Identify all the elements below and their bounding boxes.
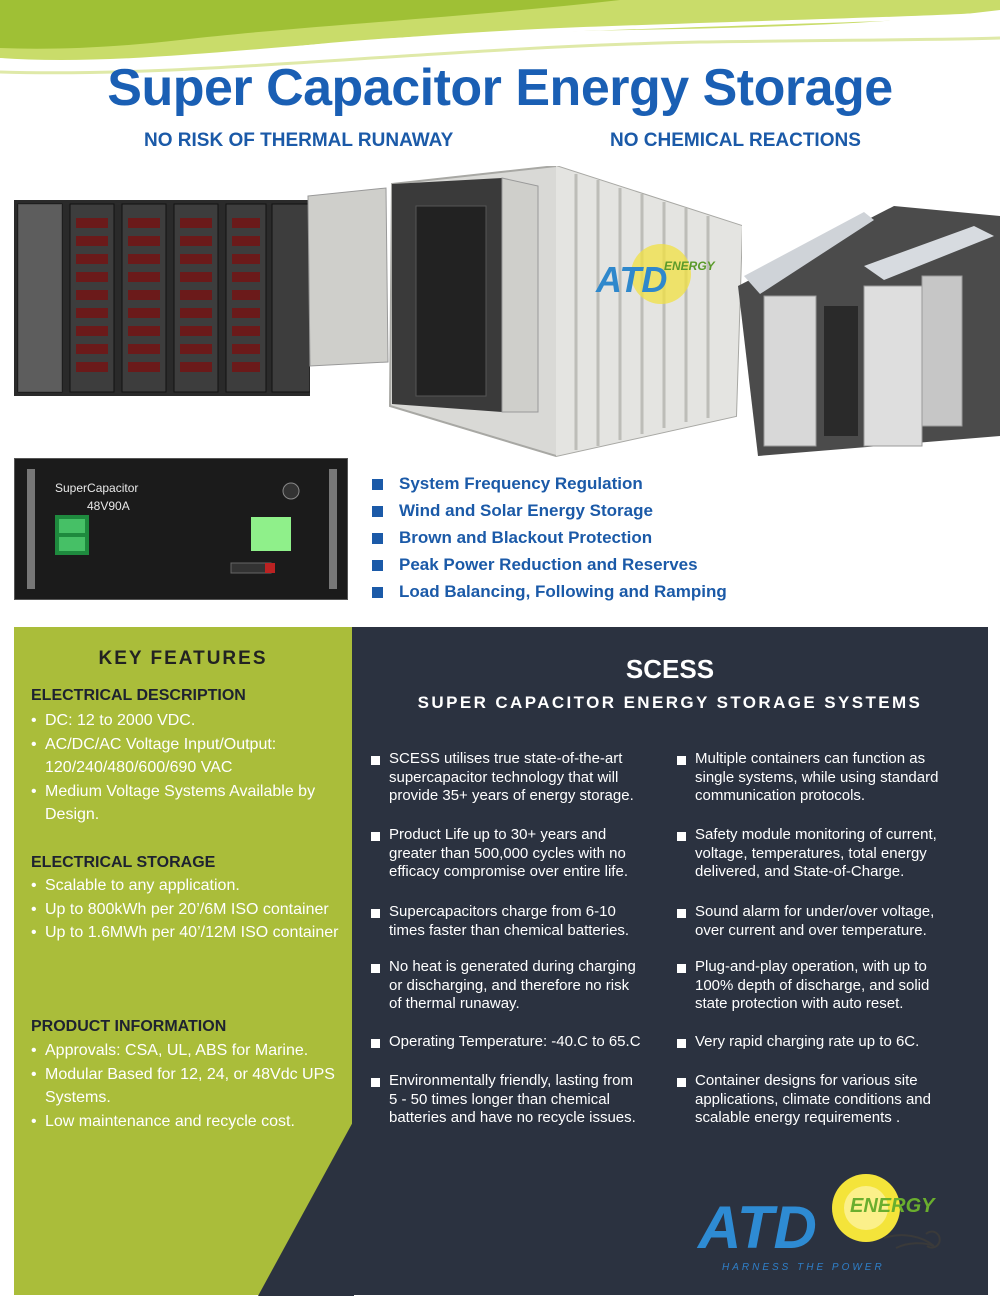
product-information-heading: PRODUCT INFORMATION [31, 1018, 227, 1035]
list-item: Peak Power Reduction and Reserves [372, 551, 727, 578]
module-name-label: SuperCapacitor [55, 481, 139, 495]
tagline-chemical: NO CHEMICAL REACTIONS [610, 130, 861, 151]
list-item: AC/DC/AC Voltage Input/Output: 120/240/4… [31, 733, 346, 780]
key-features-title: KEY FEATURES [98, 648, 268, 669]
list-item: Load Balancing, Following and Ramping [372, 578, 727, 605]
product-information-list: Approvals: CSA, UL, ABS for Marine. Modu… [31, 1039, 346, 1133]
list-item: Brown and Blackout Protection [372, 524, 727, 551]
rack-cabinets-image [14, 200, 310, 396]
list-item: Up to 800kWh per 20’/6M ISO container [31, 898, 346, 922]
list-item: Medium Voltage Systems Available by Desi… [31, 780, 346, 827]
supercapacitor-module-image: SuperCapacitor 48V90A [14, 458, 348, 600]
capacitor-array-image [738, 206, 1000, 456]
list-item: Modular Based for 12, 24, or 48Vdc UPS S… [31, 1063, 346, 1110]
list-item: Low maintenance and recycle cost. [31, 1110, 346, 1134]
atd-energy-logo: ATD ENERGY [696, 1174, 941, 1261]
tagline-thermal: NO RISK OF THERMAL RUNAWAY [144, 130, 454, 151]
list-item: Up to 1.6MWh per 40’/12M ISO container [31, 921, 346, 945]
list-item: Safety module monitoring of current,volt… [677, 826, 937, 882]
list-item: Approvals: CSA, UL, ABS for Marine. [31, 1039, 346, 1063]
green-swoosh-decoration [0, 0, 1000, 75]
bullet-square-icon [372, 559, 383, 571]
logo-brand-text: ATD [696, 1194, 817, 1261]
panel-diagonal-edge [258, 1120, 354, 1296]
bullet-square-icon [372, 478, 383, 490]
electrical-storage-list: Scalable to any application. Up to 800kW… [31, 874, 346, 945]
list-item: Sound alarm for under/over voltage,over … [677, 903, 934, 940]
bullet-square-icon [372, 586, 383, 598]
list-item: Very rapid charging rate up to 6C. [677, 1033, 919, 1052]
bullet-square-icon [372, 505, 383, 517]
list-item: DC: 12 to 2000 VDC. [31, 709, 346, 733]
scess-subtitle: SUPER CAPACITOR ENERGY STORAGE SYSTEMS [417, 693, 923, 712]
list-item: Wind and Solar Energy Storage [372, 497, 727, 524]
page-title: Super Capacitor Energy Storage [107, 59, 893, 117]
logo-energy-text: ENERGY [850, 1195, 936, 1217]
storage-container-image: ATD ENERGY [307, 166, 742, 458]
module-front-panel-art [27, 469, 337, 589]
bullet-square-icon [372, 532, 383, 544]
svg-text:ENERGY: ENERGY [664, 259, 716, 273]
electrical-description-heading: ELECTRICAL DESCRIPTION [31, 687, 246, 704]
applications-list: System Frequency Regulation Wind and Sol… [372, 470, 727, 605]
list-item: Scalable to any application. [31, 874, 346, 898]
logo-tagline: HARNESS THE POWER [722, 1262, 885, 1273]
electrical-description-list: DC: 12 to 2000 VDC. AC/DC/AC Voltage Inp… [31, 709, 346, 827]
module-model-label: 48V90A [87, 499, 130, 513]
electrical-storage-heading: ELECTRICAL STORAGE [31, 854, 216, 871]
svg-text:ATD: ATD [595, 259, 667, 300]
scess-title: SCESS [625, 654, 715, 684]
list-item: Operating Temperature: -40.C to 65.C [371, 1033, 641, 1052]
list-item: System Frequency Regulation [372, 470, 727, 497]
